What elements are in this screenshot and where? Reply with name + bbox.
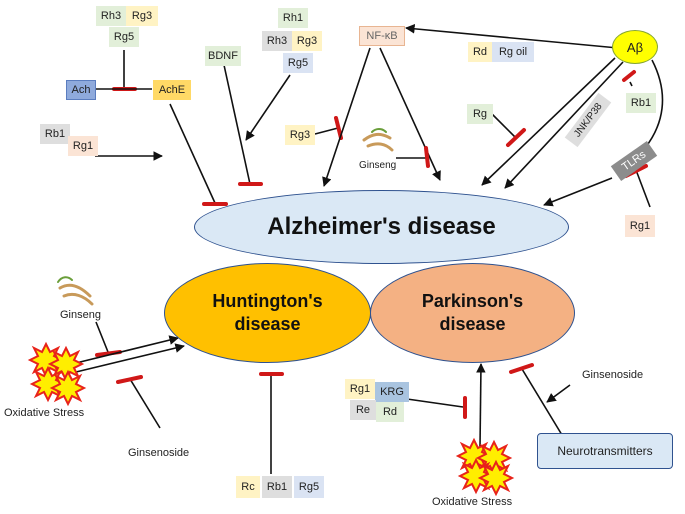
rg1-box-left: Rg1 [68, 136, 98, 156]
rd-box-pd: Rd [376, 402, 404, 422]
krg-box: KRG [375, 382, 409, 402]
bdnf-box: BDNF [205, 46, 241, 66]
ginseng-root-icon-left [57, 276, 94, 306]
huntingtons-disease-node: Huntington's disease [164, 263, 371, 363]
rg-inhibit-line [491, 113, 517, 139]
nfkb-box: NF-κB [359, 26, 405, 46]
ginseng-root-icon-top [362, 128, 394, 152]
alzheimers-disease-label: Alzheimer's disease [267, 213, 496, 240]
rh3-box: Rh3 [96, 6, 126, 26]
rg3-box: Rg3 [126, 6, 158, 26]
rg3-inhibit-bar [334, 116, 343, 140]
rg1-box-right: Rg1 [625, 215, 655, 237]
tlrs-to-ad-arrow [543, 177, 613, 207]
ginsenoside-pd-arrow [546, 384, 571, 403]
ginseng-label-left: Ginseng [60, 309, 101, 321]
bdnf-to-ad-line [223, 64, 251, 185]
rb1-inhibit-line [629, 81, 633, 87]
abeta-to-ad-arrow-2 [504, 61, 624, 189]
rd-box-top: Rd [468, 42, 492, 62]
abeta-to-tlrs-line [644, 59, 664, 149]
ginseng-label-top: Ginseng [359, 160, 397, 171]
ache-to-ad-line [169, 103, 216, 204]
ginseng-hd-line [95, 321, 109, 353]
rg-oil-box: Rg oil [492, 42, 534, 62]
parkinsons-disease-label: Parkinson's disease [421, 290, 524, 334]
rh1-box: Rh1 [278, 8, 308, 28]
oxidative-stress-label-right: Oxidative Stress [432, 496, 513, 508]
rg1-to-tlrs-line [635, 169, 651, 208]
neurotransmitters-inhibit-bar [509, 363, 534, 374]
oxidative-stress-hd-icon [27, 341, 87, 407]
re-box: Re [350, 400, 376, 420]
rg3-inhibit-line [314, 127, 339, 135]
ginsenoside-label-right: Ginsenoside [582, 369, 644, 381]
rg3-box-mid: Rg3 [292, 31, 322, 51]
parkinsons-disease-node: Parkinson's disease [370, 263, 575, 363]
rg5-box: Rg5 [109, 27, 139, 47]
oxidative-stress-pd-icon [455, 437, 515, 497]
abeta-node: Aβ [612, 30, 658, 64]
rh-cluster-to-bdnf-arrow [245, 74, 291, 141]
ache-box: AchE [153, 80, 191, 100]
rb1-box-left: Rb1 [40, 124, 70, 144]
abeta-to-ad-arrow-1 [481, 57, 616, 186]
rg3-box-standalone: Rg3 [285, 125, 315, 145]
ach-box: Ach [66, 80, 96, 100]
oxidative-stress-label-left: Oxidative Stress [4, 407, 85, 419]
huntingtons-disease-label: Huntington's disease [212, 290, 323, 334]
rc-box: Rc [236, 476, 260, 498]
rg-box: Rg [467, 104, 493, 124]
rg1-box-pd: Rg1 [345, 379, 375, 399]
ginsenoside-label-left: Ginsenoside [128, 447, 190, 459]
oxstress-to-hd-arrow-1 [75, 335, 179, 364]
rb1-box-right: Rb1 [626, 93, 656, 113]
ginsenoside-hd-line [129, 378, 161, 429]
rg-inhibit-bar [506, 128, 526, 147]
abeta-to-nfkb-arrow [405, 24, 619, 49]
krg-pd-line [406, 398, 464, 408]
rb1-inhibit-bar [622, 70, 636, 82]
ginsenoside-hd-inhibit-bar [116, 375, 143, 384]
rb1-box-bottom: Rb1 [262, 476, 292, 498]
ginseng-inhibit-bar [424, 146, 430, 168]
nfkb-to-ad-arrow-left [322, 47, 371, 187]
neurotransmitters-box: Neurotransmitters [537, 433, 673, 469]
oxstress-to-pd-arrow [476, 363, 486, 448]
rh3-box-mid: Rh3 [262, 31, 292, 51]
rg5-box-bottom: Rg5 [294, 476, 324, 498]
nfkb-to-ad-arrow-right [379, 47, 441, 181]
alzheimers-disease-node: Alzheimer's disease [194, 190, 569, 264]
oxstress-to-hd-arrow-2 [75, 343, 185, 373]
neurotransmitters-pd-line [521, 368, 563, 436]
rg5-box-mid: Rg5 [283, 53, 313, 73]
